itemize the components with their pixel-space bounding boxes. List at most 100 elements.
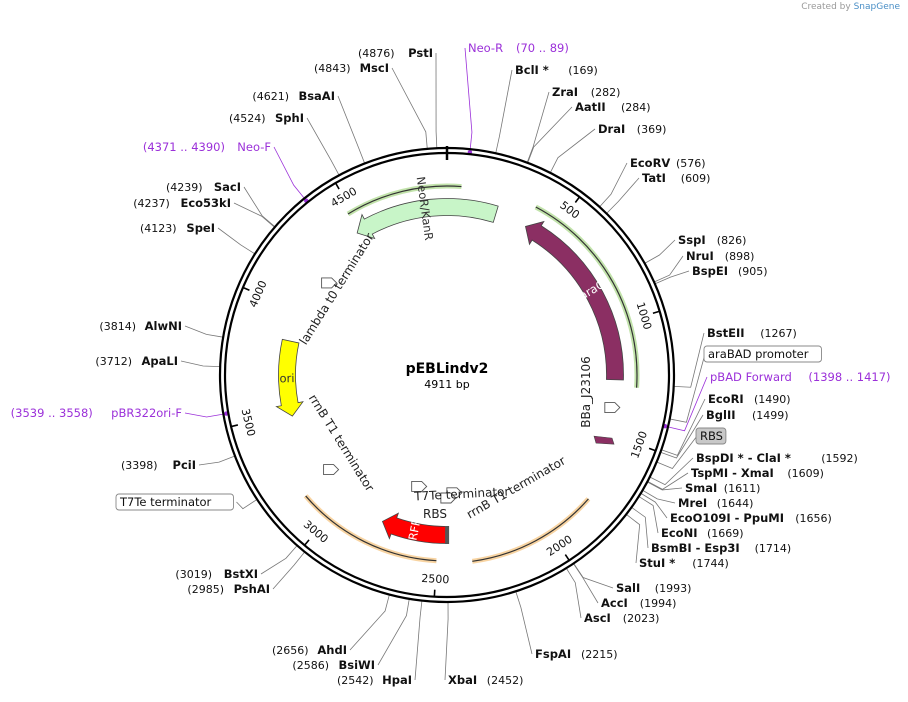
box-label-rbs: RBS — [700, 429, 723, 443]
label-t7te-terminator-inner: T7Te terminator — [413, 485, 510, 504]
enzyme-pos-bsmbi-esp3i: (1714) — [755, 542, 792, 555]
orf-arc-mrfp — [305, 495, 437, 562]
label-leader-lines — [180, 47, 708, 681]
plasmid-name: pEBLindv2 — [406, 361, 489, 377]
enzyme-bglii: BglII — [706, 408, 736, 422]
tick-mark-2000 — [564, 554, 570, 561]
leader-aatii — [527, 106, 573, 163]
leader-bsmbi-esp3i — [631, 506, 649, 549]
leader-hpai — [414, 600, 423, 681]
leader-saci — [243, 186, 276, 228]
enzyme-saci: SacI — [214, 180, 241, 194]
feature-neor-kanr — [356, 198, 499, 240]
tick-label-4000: 4000 — [247, 279, 270, 310]
tick-mark-4500 — [334, 182, 340, 190]
enzyme-pos-tati: (609) — [681, 172, 711, 185]
leader-ecorv — [599, 162, 628, 208]
enzyme-pcii: PciI — [173, 458, 196, 472]
leader-acci — [573, 563, 599, 604]
primer-leader-pbr322ori-f — [184, 412, 224, 418]
enzyme-mrei: MreI — [678, 496, 707, 510]
tick-mark-1500 — [648, 447, 656, 452]
leader-mrei — [642, 489, 676, 504]
enzyme-xbai: XbaI — [448, 673, 477, 687]
leader-bcli — [495, 69, 513, 154]
leader-zrai — [526, 91, 550, 163]
primer-leader-pbad-forward — [667, 376, 708, 432]
site-labels: BclI *(169)ZraI(282)AatII(284)DraI(369)E… — [11, 41, 891, 687]
orf-arc-arac — [535, 206, 638, 388]
primer-range-pbr322ori-f: (3539 .. 3558) — [11, 406, 93, 420]
tick-label-2500: 2500 — [421, 572, 450, 587]
tick-label-1500: 1500 — [628, 429, 650, 460]
plasmid-size: 4911 bp — [424, 378, 469, 391]
enzyme-drai: DraI — [598, 122, 625, 136]
enzyme-asci: AscI — [584, 611, 611, 625]
enzyme-apali: ApaLI — [142, 354, 179, 368]
leader-bspdi-clai — [649, 457, 694, 486]
enzyme-pos-bglii: (1499) — [752, 409, 789, 422]
enzyme-pos-xbai: (2452) — [487, 674, 524, 687]
leader-ahdi — [349, 594, 390, 651]
rbs-marker — [593, 435, 615, 445]
box-t7te-terminator — [115, 493, 234, 511]
leader-pshai — [272, 551, 306, 590]
feature-ori — [275, 338, 304, 417]
leader-tati — [606, 177, 640, 214]
enzyme-zrai: ZraI — [552, 85, 578, 99]
tick-mark-3500 — [230, 424, 239, 428]
rrnb-t1-terminator-glyph — [411, 481, 428, 492]
enzyme-ecori: EcoRI — [708, 392, 744, 406]
leader-econi — [638, 496, 659, 534]
leader-nrui — [653, 255, 684, 283]
enzyme-sali: SalI — [616, 581, 640, 595]
leader-bsaai — [337, 95, 366, 164]
leader-smai — [647, 481, 683, 491]
leader-bsteii — [673, 332, 705, 388]
enzyme-nrui: NruI — [686, 249, 714, 263]
leader-bstxi — [260, 545, 298, 575]
enzyme-tati: TatI — [642, 171, 666, 185]
enzyme-pshai: PshAI — [234, 582, 270, 596]
enzyme-pos-bstxi: (3019) — [175, 568, 212, 581]
enzyme-smai: SmaI — [685, 481, 717, 495]
primer-pbad-forward: pBAD Forward — [710, 370, 792, 384]
enzyme-ecorv: EcoRV — [630, 156, 670, 170]
leader-psti — [435, 52, 438, 149]
enzyme-sspi: SspI — [678, 233, 706, 247]
tick-label-3500: 3500 — [239, 407, 258, 437]
enzyme-pos-saci: (4239) — [166, 181, 203, 194]
enzyme-pos-apali: (3712) — [95, 355, 132, 368]
enzyme-pos-acci: (1994) — [640, 597, 677, 610]
rrnb-t1-terminator-glyph-3 — [323, 464, 340, 476]
box-leader-t7te-terminator — [236, 499, 258, 510]
enzyme-pos-sphi: (4524) — [229, 112, 266, 125]
enzyme-acci: AccI — [601, 596, 628, 610]
enzyme-eco53ki: Eco53kI — [180, 196, 231, 210]
leader-ecoo109i-ppumi — [640, 492, 668, 519]
leader-sspi — [644, 239, 676, 264]
enzyme-pos-stui: (1744) — [692, 557, 729, 570]
enzyme-pos-bsaai: (4621) — [252, 90, 289, 103]
orf-arc-right — [472, 498, 589, 562]
enzyme-tspmi-xmai: TspMI - XmaI — [691, 466, 774, 480]
enzyme-pos-aatii: (284) — [621, 101, 651, 114]
feature-mrfp1 — [381, 512, 449, 544]
tick-mark-3000 — [303, 539, 310, 546]
enzyme-bsmbi-esp3i: BsmBI - Esp3I — [651, 541, 740, 555]
enzyme-pos-mrei: (1644) — [717, 497, 754, 510]
primer-pbr322ori-f: pBR322ori-F — [111, 406, 182, 420]
enzyme-hpai: HpaI — [382, 673, 412, 687]
enzyme-spei: SpeI — [186, 221, 215, 235]
leader-bspei — [654, 270, 690, 285]
enzyme-pos-bcli: (169) — [568, 64, 598, 77]
snapgene-credit: Created by SnapGene — [801, 2, 900, 12]
leader-tspmi-xmai — [647, 472, 689, 490]
primer-leader-neo-r — [464, 47, 473, 150]
plasmid-backbone — [218, 146, 676, 604]
tick-label-1000: 1000 — [634, 301, 654, 332]
primer-range-neo-f: (4371 .. 4390) — [143, 140, 225, 154]
box-leader-arabad-promoter — [669, 353, 706, 423]
enzyme-econi: EcoNI — [661, 526, 697, 540]
